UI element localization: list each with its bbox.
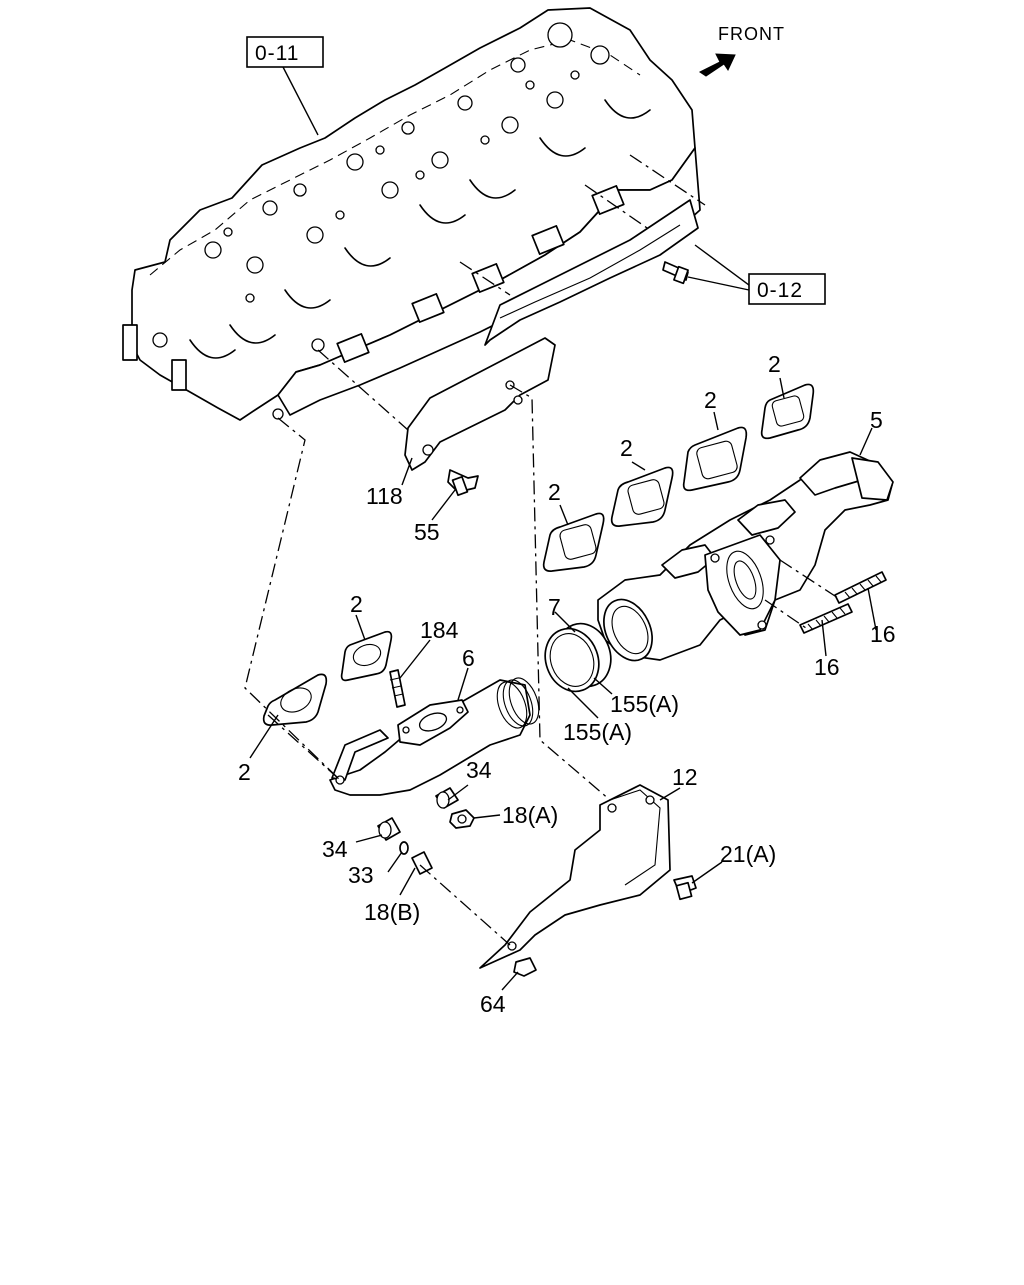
callout-155a-1: 155(A) [610,691,679,717]
nut-34-lower [377,817,401,841]
callout-33: 33 [348,862,374,888]
callout-21a: 21(A) [720,841,776,867]
callout-2-e: 2 [350,591,363,617]
gasket-2-d [542,512,605,572]
heat-shield-bolt [662,261,689,285]
stud-16-lower [799,603,853,634]
cylinder-head [122,7,701,421]
exhaust-manifold-5 [597,451,894,662]
bolt-55 [447,469,479,497]
ref-box-0-12[interactable]: 0-12 [748,273,826,305]
bolt-21a [673,875,697,901]
callout-16-a: 16 [870,621,896,647]
callout-2-b: 2 [704,387,717,413]
gasket-2-e [340,630,393,682]
callout-5: 5 [870,407,883,433]
callout-184: 184 [420,617,459,643]
leader-lines [249,66,877,991]
bolt-18b [411,851,433,875]
callout-64: 64 [480,991,506,1017]
nut-64 [513,957,537,977]
callout-34-b: 34 [322,836,348,862]
gasket-2-c [610,466,674,527]
seal-ring-155a [544,622,612,693]
gasket-2-b [682,426,748,492]
callout-18a: 18(A) [502,802,558,828]
exhaust-pipe-6 [329,677,540,796]
callout-2-a: 2 [768,351,781,377]
callout-2-c: 2 [620,435,633,461]
callout-labels: 2 2 2 2 2 2 5 6 7 12 16 16 18(A) 18(B) 2… [238,351,896,1017]
callout-6: 6 [462,645,475,671]
ref-box-0-11[interactable]: 0-11 [246,36,324,68]
nut-18a [449,809,475,829]
callout-118: 118 [366,483,403,509]
assembly-center-lines [244,154,839,946]
ref-label-0-12: 0-12 [757,279,803,302]
callout-12: 12 [672,764,698,790]
washer-33 [399,841,409,855]
nut-34-upper [435,787,459,809]
callout-34-a: 34 [466,757,492,783]
gasket-2-a [760,383,815,440]
callout-18b: 18(B) [364,899,420,925]
callout-16-b: 16 [814,654,840,680]
callout-2-f: 2 [238,759,251,785]
callout-7: 7 [548,594,561,620]
stud-16-upper [834,571,887,604]
gasket-2-f [262,673,328,726]
front-direction-arrow: FRONT [699,24,785,77]
callout-55: 55 [414,519,440,545]
callout-2-d: 2 [548,479,561,505]
front-label: FRONT [718,24,785,44]
callout-155a-2: 155(A) [563,719,632,745]
stud-184 [389,669,406,708]
upper-heat-shield [484,199,699,346]
ref-label-0-11: 0-11 [255,42,299,65]
lower-heat-shield-12 [479,784,671,969]
